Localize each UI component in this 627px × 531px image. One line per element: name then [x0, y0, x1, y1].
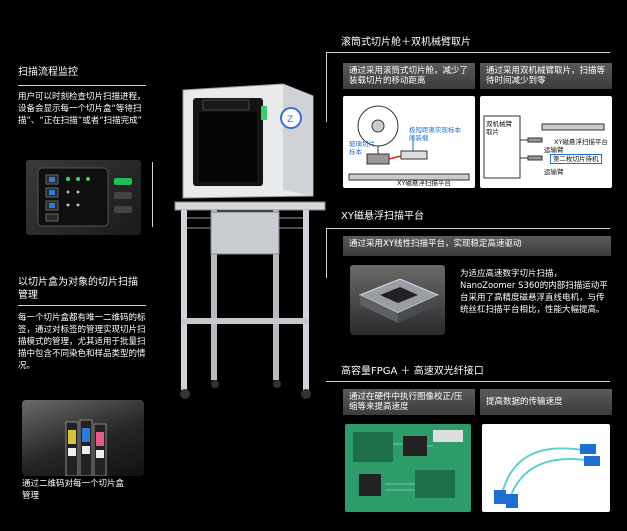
d1-label-c: XY磁悬浮扫描平台: [397, 179, 451, 187]
s1-bar2: 通过采用双机械臂取片，扫描等待时间减少到零: [480, 63, 612, 89]
d1-label-a: 极短距离实现标本的装载: [409, 126, 461, 142]
section3-title: 高容量FPGA ＋ 高速双光纤接口: [341, 366, 484, 377]
divider: [326, 228, 610, 229]
connector-line: [152, 162, 153, 227]
control-panel-image: [26, 160, 141, 235]
fpga-board-image: [345, 424, 471, 512]
svg-text:Z: Z: [287, 115, 293, 125]
d1-label-b: 玻璃切片标本: [349, 140, 375, 156]
s1-bar1: 通过采用滚筒式切片舱，减少了装载切片的移动距离: [343, 63, 475, 89]
divider: [326, 381, 610, 382]
d2-label-b: XY磁悬浮扫描平台: [554, 138, 608, 146]
cassette-desc: 每一个切片盒都有唯一二维码的标签，通过对标签的管理实现切片扫描模式的管理，尤其适…: [18, 313, 146, 371]
divider: [326, 52, 610, 53]
drum-chamber-diagram: 极短距离实现标本的装载 玻璃切片标本 XY磁悬浮扫描平台: [343, 96, 475, 188]
d2-label-d: 第二枚切片待机: [550, 154, 602, 164]
qr-caption: 通过二维码对每一个切片盒管理: [22, 479, 125, 501]
connector-line: [326, 228, 327, 278]
dual-arm-diagram: 双机械臂取片 XY磁悬浮扫描平台 运输臂 第二枚切片待机 运输臂: [480, 96, 612, 188]
s3-bar1: 通过在硬件中执行图像校正/压缩等来提高速度: [343, 389, 475, 415]
divider: [18, 85, 146, 86]
xy-stage-photo: [350, 265, 445, 335]
cassette-title: 以切片盒为对象的切片扫描管理: [18, 277, 138, 301]
scanner-instrument-image: Z: [163, 78, 328, 403]
fiber-cable-image: [482, 424, 610, 512]
scan-monitor-desc: 用户可以时刻检查切片扫描进程，设备会显示每一个切片盒“等待扫描”、“正在扫描”或…: [18, 92, 146, 126]
cassette-photo: [22, 400, 144, 476]
d2-label-a: 双机械臂取片: [486, 120, 512, 136]
section2-title: XY磁悬浮扫描平台: [341, 211, 424, 222]
s2-desc: 为适应高速数字切片扫描，NanoZoomer S360的内部扫描运动平台采用了高…: [460, 269, 608, 315]
d2-label-e: 运输臂: [544, 168, 564, 176]
connector-line: [326, 52, 327, 122]
section1-title: 滚筒式切片舱＋双机械臂取片: [341, 37, 471, 48]
s3-bar2: 提高数据的传输速度: [480, 389, 612, 415]
s2-bar: 通过采用XY线性扫描平台，实现稳定高速驱动: [343, 236, 611, 256]
scan-monitor-title: 扫描流程监控: [18, 67, 78, 78]
divider: [18, 305, 146, 306]
d2-label-c: 运输臂: [544, 146, 564, 154]
